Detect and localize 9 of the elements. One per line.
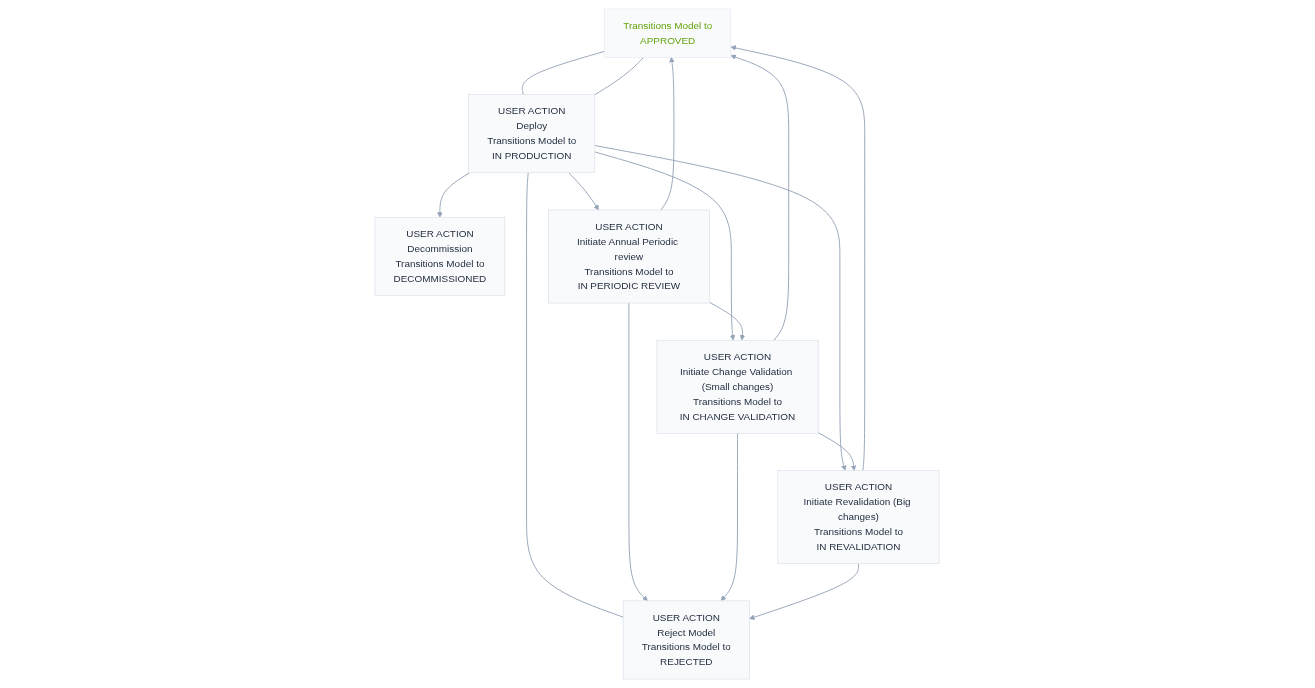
- node-box: USER ACTION Reject Model Transitions Model to REJECTED: [623, 600, 751, 680]
- node-box: USER ACTION Deploy Transitions Model to IN PRODUCTION: [468, 94, 596, 174]
- node-box: USER ACTION Initiate Revalidation (Big changes) Transitions Model to IN REVALIDATION: [777, 470, 940, 564]
- node-box: USER ACTION Decommission Transitions Model to DECOMMISSIONED: [375, 217, 506, 296]
- node-box: USER ACTION Initiate Annual Periodic review Transitions Model to IN PERIODIC REVIEW: [548, 209, 711, 304]
- connector: [522, 50, 606, 96]
- node-box: Transitions Model to APPROVED: [604, 8, 732, 58]
- node-box: USER ACTION Initiate Change Validation (Small changes) Transitions Model to IN CHANGE VALIDATION: [657, 339, 819, 434]
- connector: [594, 56, 645, 96]
